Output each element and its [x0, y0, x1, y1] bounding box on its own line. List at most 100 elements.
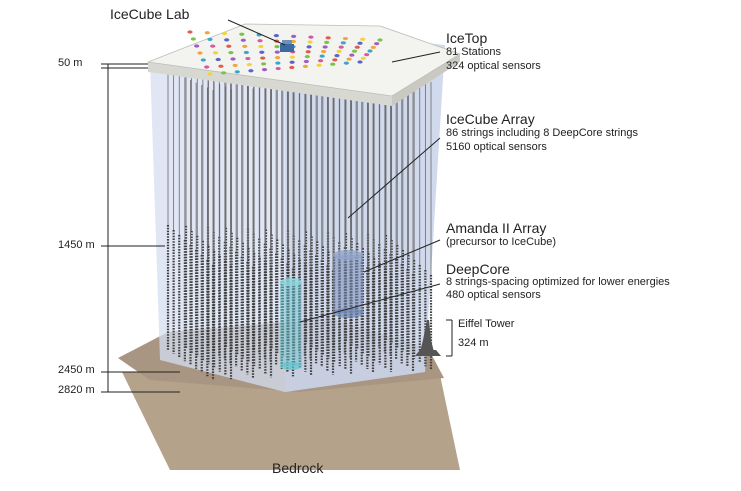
depth-2450m: 2450 m: [58, 364, 95, 376]
station-dot: [334, 54, 340, 58]
station-dot: [367, 49, 373, 53]
icetop-stations-text: 81 Stations: [446, 46, 502, 58]
amanda-note: (precursor to IceCube): [446, 236, 557, 248]
station-dot: [377, 38, 383, 42]
station-dot: [370, 45, 376, 49]
station-dot: [242, 44, 248, 48]
station-dot: [204, 31, 210, 35]
icecube-lab-label: IceCube Lab: [110, 6, 190, 22]
eiffel-bracket: [446, 319, 453, 357]
station-dot: [274, 55, 281, 60]
station-dot: [221, 71, 227, 75]
station-dot: [343, 61, 349, 65]
station-dot: [246, 63, 252, 67]
leader-lines: [227, 19, 441, 323]
station-dot: [332, 58, 338, 62]
station-dot: [212, 51, 219, 55]
station-dot: [340, 41, 346, 45]
icetop-title: IceTop: [446, 30, 488, 46]
station-dot: [194, 44, 200, 48]
station-dot: [321, 49, 327, 54]
icetop-stations: [187, 30, 383, 76]
deepcore-strings-text: 8 strings-spacing optimized for lower en…: [446, 276, 670, 288]
station-dot: [308, 35, 314, 39]
station-dot: [360, 56, 366, 60]
station-dot: [204, 65, 210, 69]
station-dot: [318, 59, 324, 63]
station-dot: [357, 41, 363, 45]
icecube-array-title: IceCube Array: [446, 111, 535, 127]
station-dot: [319, 54, 325, 58]
deepcore-sensors-text: 480 optical sensors: [446, 289, 541, 301]
station-dot: [215, 57, 221, 62]
station-dot: [187, 30, 193, 34]
station-dot: [224, 38, 230, 42]
eiffel-label: Eiffel Tower: [458, 318, 515, 330]
station-dot: [289, 65, 295, 70]
station-dot: [346, 57, 352, 61]
station-dot: [239, 32, 245, 36]
station-dot: [210, 44, 216, 48]
station-dot: [200, 58, 206, 62]
station-dot: [257, 39, 263, 43]
station-dot: [305, 50, 311, 54]
station-dot: [303, 59, 309, 64]
station-dot: [261, 62, 267, 66]
station-dot: [360, 37, 366, 41]
depth-2820m: 2820 m: [58, 384, 95, 396]
station-dot: [351, 49, 358, 53]
station-dot: [302, 64, 309, 68]
amanda-title: Amanda II Array: [446, 220, 547, 236]
station-dot: [275, 66, 281, 71]
depth-50m: 50 m: [58, 57, 83, 69]
station-dot: [228, 51, 234, 55]
station-dot: [374, 42, 380, 46]
ice-column-shade: [285, 30, 445, 392]
station-dot: [290, 39, 296, 44]
station-dot: [316, 63, 322, 67]
surface-slab-side2: [392, 54, 460, 106]
station-dot: [275, 61, 281, 65]
station-dot: [289, 60, 295, 64]
station-dot: [291, 34, 297, 38]
station-dot: [307, 40, 313, 44]
deepcore-title: DeepCore: [446, 261, 510, 277]
station-dot: [259, 50, 265, 54]
amanda-array: [333, 250, 363, 318]
bedrock-side: [122, 372, 460, 470]
eiffel-tower-icon: [415, 320, 441, 356]
station-dot: [248, 69, 254, 73]
station-dot: [234, 70, 240, 74]
station-dot: [218, 64, 224, 68]
station-dot: [357, 60, 363, 64]
building-icon: [280, 40, 294, 52]
station-dot: [230, 57, 236, 61]
station-dot: [342, 36, 349, 41]
station-dot: [289, 55, 296, 59]
station-dot: [207, 72, 213, 76]
station-dot: [240, 38, 246, 42]
station-dot: [245, 56, 251, 61]
station-dot: [243, 50, 249, 55]
icecube-array-strings-text: 86 strings including 8 DeepCore strings: [446, 127, 638, 139]
deepcore-array: [280, 278, 302, 370]
depth-1450m: 1450 m: [58, 239, 95, 251]
station-dot: [304, 55, 310, 59]
station-dot: [349, 53, 355, 57]
station-dot: [364, 53, 370, 57]
depth-scale: [101, 63, 180, 393]
station-dot: [354, 45, 360, 49]
station-dot: [261, 68, 268, 72]
station-dot: [336, 49, 342, 53]
station-dot: [207, 37, 213, 42]
station-dot: [322, 45, 328, 49]
station-dot: [325, 36, 331, 40]
station-dot: [197, 51, 203, 55]
station-dot: [338, 45, 344, 49]
station-dot: [306, 45, 312, 49]
icecube-array-sensors-text: 5160 optical sensors: [446, 141, 547, 153]
station-dot: [221, 31, 228, 36]
station-dot: [330, 62, 336, 66]
